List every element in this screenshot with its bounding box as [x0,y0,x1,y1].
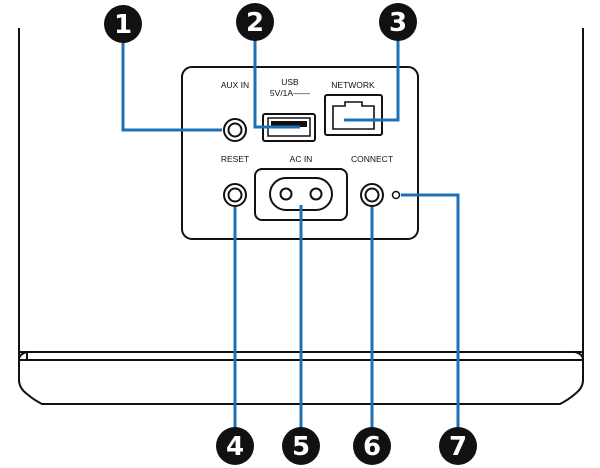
reset-label: RESET [221,154,249,164]
callout-2-number: 2 [246,8,264,38]
leader-line-1 [121,42,222,132]
network-port[interactable] [324,94,383,136]
callout-4-number: 4 [226,432,244,462]
reset-button[interactable] [223,183,247,207]
connect-button[interactable] [360,183,384,207]
callout-1-number: 1 [114,10,132,40]
callout-7: 7 [439,427,477,465]
callout-4: 4 [216,427,254,465]
leader-line-7 [401,193,460,432]
ac-inlet[interactable] [254,168,348,221]
callout-5-number: 5 [292,432,310,462]
leader-line-2 [253,40,300,129]
callout-2: 2 [236,3,274,41]
leader-line-3 [344,40,400,122]
network-label: NETWORK [331,80,375,90]
callout-1: 1 [104,5,142,43]
callout-5: 5 [282,427,320,465]
callout-3-number: 3 [389,8,407,38]
usb-label: USB [281,77,299,87]
callout-6-number: 6 [363,432,381,462]
callout-3: 3 [379,3,417,41]
aux-in-label: AUX IN [221,80,249,90]
status-led [391,190,401,200]
callout-7-number: 7 [449,432,467,462]
ac-in-label: AC IN [290,154,313,164]
callout-6: 6 [353,427,391,465]
aux-in-jack[interactable] [223,118,247,142]
usb-rating-label: 5V/1A—— [270,88,311,98]
connect-label: CONNECT [351,154,393,164]
